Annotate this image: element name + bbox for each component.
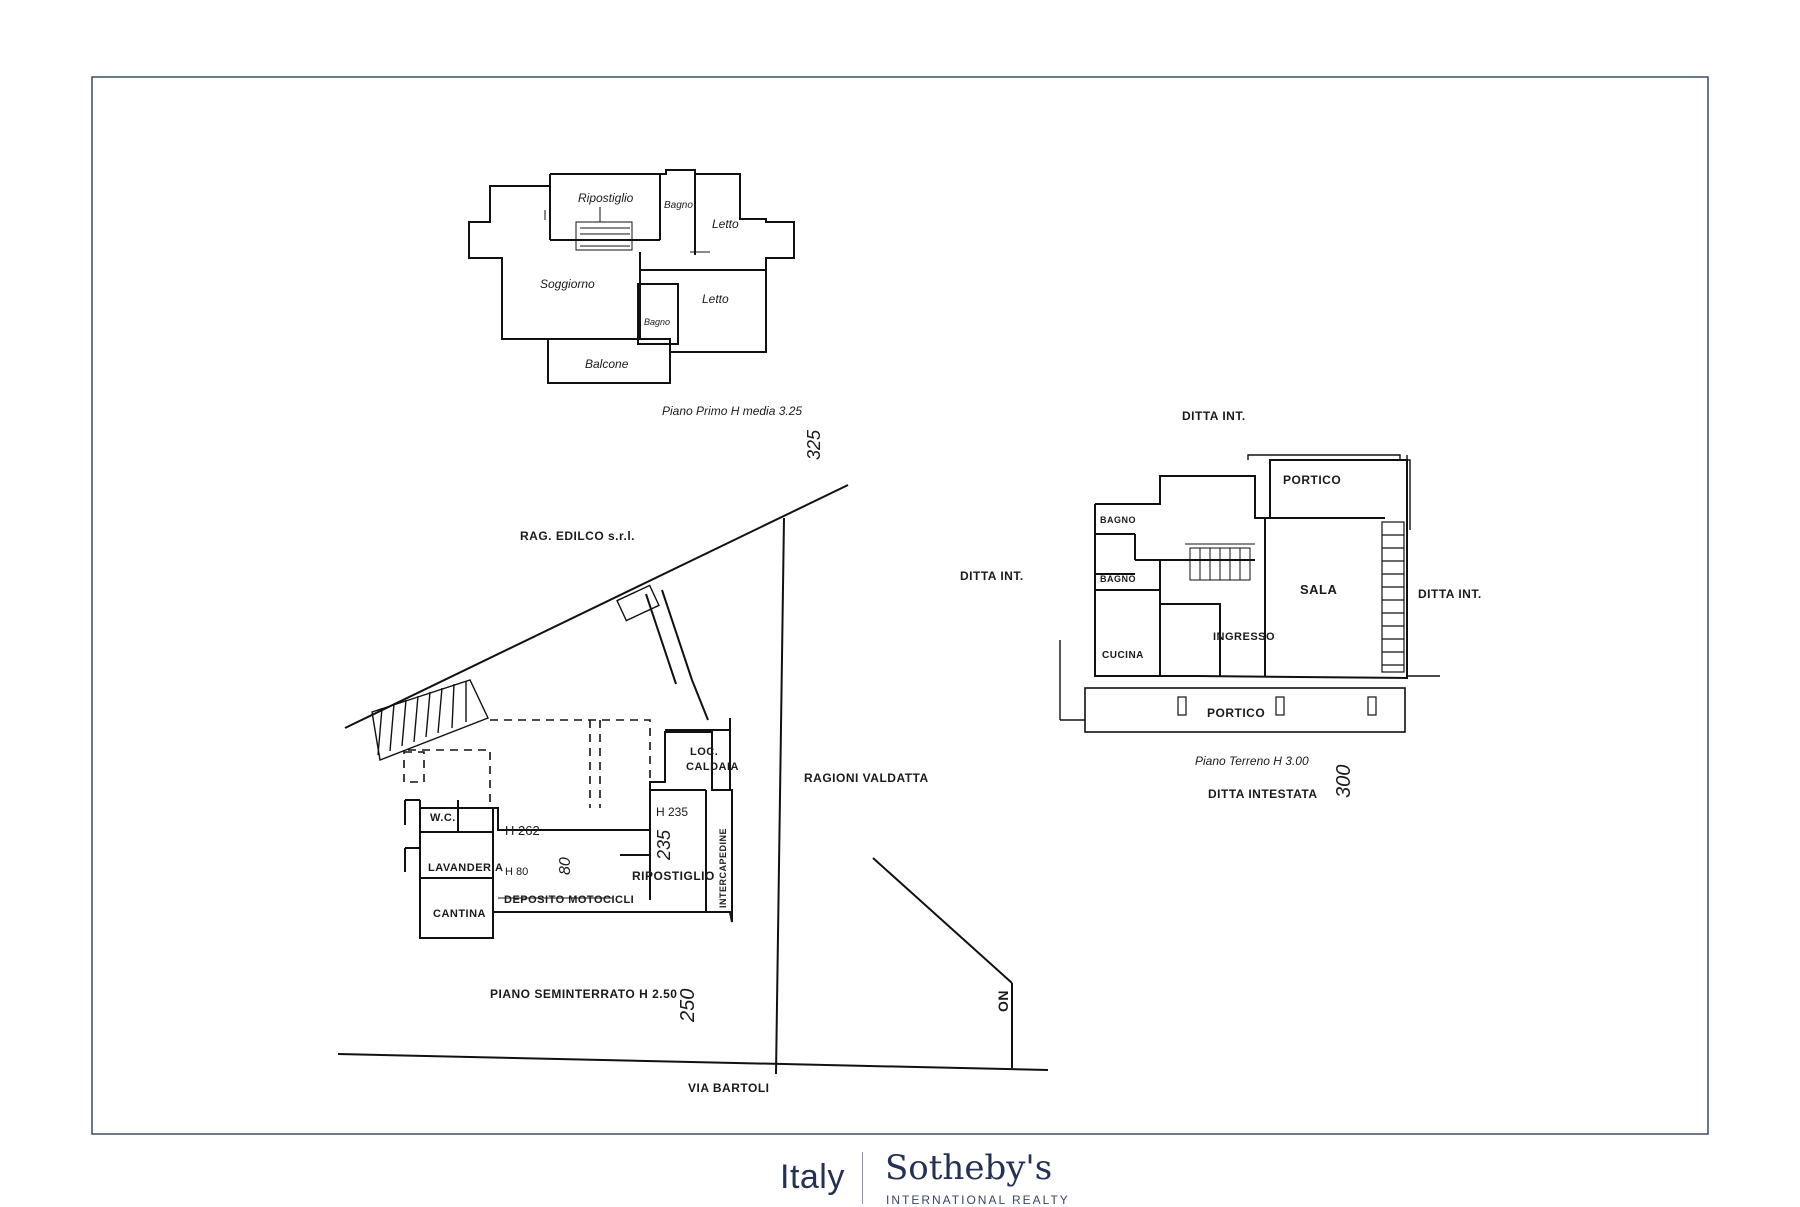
basement-labels: W.C. LAVANDERIA CANTINA H 262 H 80 H 235… xyxy=(428,746,739,1023)
height-stamp: 80 xyxy=(557,857,574,875)
ground-floor-labels: PORTICO BAGNO BAGNO SALA INGRESSO CUCINA… xyxy=(960,409,1482,801)
north-label: ON xyxy=(995,990,1011,1012)
basement-dashed-overlay xyxy=(403,719,651,808)
room-label: H 80 xyxy=(505,866,528,878)
room-label: PORTICO xyxy=(1283,473,1341,487)
room-label: Bagno xyxy=(644,317,670,327)
room-label: PORTICO xyxy=(1207,706,1265,720)
room-label: Bagno xyxy=(664,200,693,211)
site-hatch xyxy=(371,584,660,761)
height-stamp: 250 xyxy=(677,989,699,1023)
neighbor-label: DITTA INT. xyxy=(960,569,1024,583)
ground-floor-plan xyxy=(1059,454,1440,733)
neighbor-label: DITTA INT. xyxy=(1182,409,1246,423)
room-label: RIPOSTIGLIO xyxy=(632,869,715,883)
room-label: H 235 xyxy=(656,805,688,819)
floor-caption: PIANO SEMINTERRATO H 2.50 xyxy=(490,987,677,1001)
ground-floor-hatch xyxy=(1177,521,1405,716)
logo-brand-name: Sotheby's xyxy=(885,1148,1053,1188)
floor-caption: Piano Terreno H 3.00 xyxy=(1195,754,1309,768)
site-boundaries xyxy=(337,484,1049,1075)
room-label: Soggiorno xyxy=(540,277,595,291)
room-label: H 262 xyxy=(505,823,540,838)
room-label: CALDAIA xyxy=(686,761,739,773)
room-label: SALA xyxy=(1300,582,1338,597)
first-floor-labels: Ripostiglio Bagno Letto Soggiorno Letto … xyxy=(540,191,824,460)
floor-caption: Piano Primo H media 3.25 xyxy=(662,404,802,418)
room-label: DEPOSITO MOTOCICLI xyxy=(504,894,634,906)
drawing-frame xyxy=(91,76,1709,1135)
brand-logo: Italy Sotheby's INTERNATIONAL REALTY xyxy=(0,1138,1800,1207)
neighbor-label: RAG. EDILCO s.r.l. xyxy=(520,529,635,543)
room-label: LAVANDERIA xyxy=(428,862,503,874)
street-label: VIA BARTOLI xyxy=(688,1081,770,1095)
logo-region: Italy xyxy=(780,1158,845,1196)
owner-label: DITTA INTESTATA xyxy=(1208,787,1317,801)
logo-separator xyxy=(862,1152,863,1204)
site-labels: RAG. EDILCO s.r.l. RAGIONI VALDATTA VIA … xyxy=(520,529,1011,1095)
room-label: CANTINA xyxy=(433,908,486,920)
room-label: INGRESSO xyxy=(1213,631,1275,643)
room-label: Letto xyxy=(702,292,729,306)
height-stamp: 325 xyxy=(804,429,824,460)
room-label: CUCINA xyxy=(1102,650,1144,661)
room-label: BAGNO xyxy=(1100,515,1136,525)
room-label: Ripostiglio xyxy=(578,191,634,205)
first-floor-plan xyxy=(468,169,795,384)
height-stamp: 235 xyxy=(654,829,674,861)
room-label: Balcone xyxy=(585,357,629,371)
neighbor-label: RAGIONI VALDATTA xyxy=(804,771,929,785)
room-label: BAGNO xyxy=(1100,574,1136,584)
neighbor-label: DITTA INT. xyxy=(1418,587,1482,601)
room-label: Letto xyxy=(712,217,739,231)
height-stamp: 300 xyxy=(1333,765,1355,798)
room-label: LOC. xyxy=(690,746,718,758)
room-label: INTERCAPEDINE xyxy=(718,828,728,908)
basement-plan xyxy=(404,718,733,939)
room-label: W.C. xyxy=(430,812,456,824)
logo-subtitle: INTERNATIONAL REALTY xyxy=(886,1193,1070,1207)
